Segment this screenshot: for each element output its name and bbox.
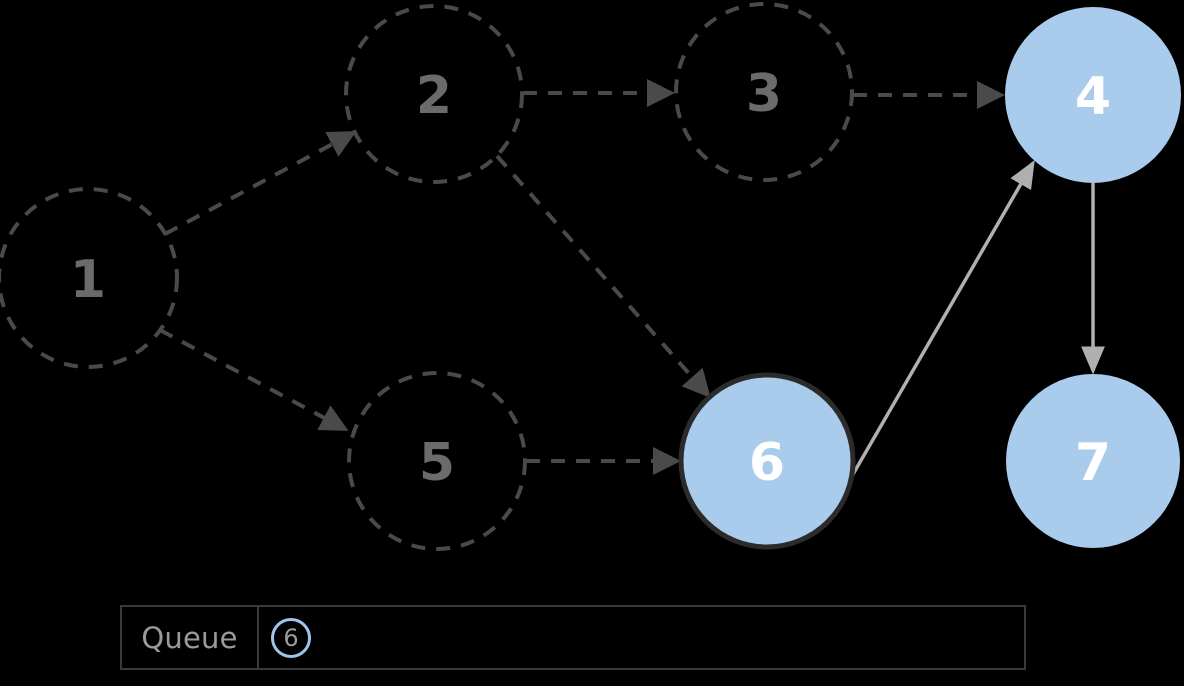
edge-6-to-4	[843, 159, 1035, 489]
node-circle-4	[1005, 7, 1181, 183]
graph-node-5[interactable]: 5	[347, 371, 527, 551]
queue-items-list: 6	[259, 607, 311, 668]
queue-label: Queue	[141, 620, 238, 655]
node-circle-7	[1006, 374, 1180, 548]
graph-node-6[interactable]: 6	[678, 372, 856, 550]
queue-item-value: 6	[283, 623, 299, 652]
graph-node-1[interactable]: 1	[0, 187, 179, 369]
node-circle-2	[344, 4, 524, 184]
node-label-3: 3	[746, 64, 782, 124]
edge-2-to-6	[495, 154, 711, 398]
graph-node-3[interactable]: 3	[674, 2, 854, 182]
node-label-7: 7	[1075, 433, 1111, 493]
graph-node-7[interactable]: 7	[1006, 374, 1180, 548]
node-circle-1	[0, 187, 179, 369]
node-label-1: 1	[70, 250, 106, 310]
queue-item: 6	[271, 617, 311, 658]
node-label-4: 4	[1075, 67, 1111, 127]
edges-layer	[159, 79, 1105, 489]
node-label-6: 6	[749, 433, 785, 493]
edge-1-to-5	[159, 328, 349, 431]
node-label-5: 5	[419, 433, 455, 493]
queue-panel: Queue 6	[120, 605, 1026, 670]
graph-node-2[interactable]: 2	[344, 4, 524, 184]
edge-1-to-2	[164, 131, 357, 236]
queue-label-cell: Queue	[122, 607, 259, 668]
node-circle-3	[674, 2, 854, 182]
graph-node-4[interactable]: 4	[1005, 7, 1181, 183]
node-circle-5	[347, 371, 527, 551]
nodes-layer: 1 2 3 4 5 6 7	[0, 2, 1181, 551]
node-circle-6	[678, 372, 856, 550]
node-label-2: 2	[416, 66, 452, 126]
